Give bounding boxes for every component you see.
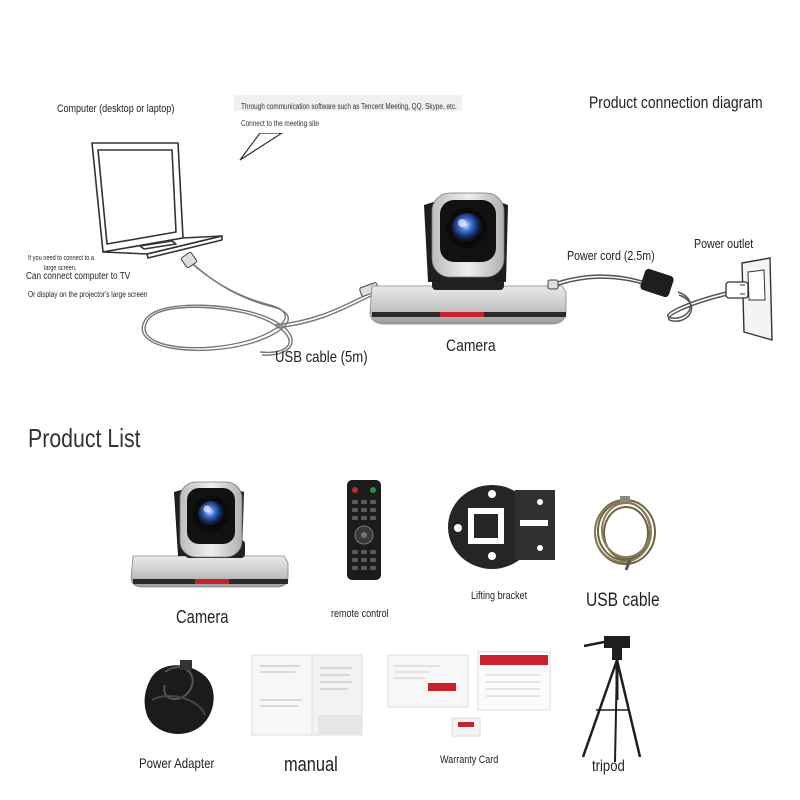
power-plug-camera (547, 279, 559, 290)
product-usb-cable-image (594, 496, 656, 571)
tv-note-line1: If you need to connect to a (28, 255, 95, 262)
bubble-pointer (239, 132, 285, 161)
product-power-adapter-label: Power Adapter (139, 755, 215, 771)
product-remote-image (347, 480, 381, 580)
product-manual-image (251, 654, 363, 736)
software-bubble-strip (234, 95, 462, 111)
software-bubble (236, 111, 332, 133)
product-bracket-label: Lifting bracket (471, 590, 528, 602)
product-usb-cable-label: USB cable (586, 590, 660, 611)
product-warranty-card-image (387, 651, 551, 737)
power-brick (640, 268, 674, 298)
camera-illustration (369, 192, 567, 325)
product-camera-image (130, 481, 289, 588)
product-tripod-image (581, 636, 642, 763)
product-manual-label: manual (284, 754, 338, 776)
product-tripod-label: tripod (592, 758, 625, 775)
usb-cable-label: USB cable (5m) (275, 349, 368, 366)
usb-cable-illustration (141, 261, 374, 356)
product-warranty-card-label: Warranty Card (440, 754, 499, 766)
bubble-text-line2: Connect to the meeting site (241, 119, 319, 128)
tv-note-line3: Can connect computer to TV (26, 271, 131, 282)
product-camera-label: Camera (176, 607, 229, 627)
power-outlet-illustration (725, 257, 773, 341)
product-power-adapter-image (144, 660, 214, 734)
power-outlet-label: Power outlet (694, 236, 754, 251)
product-bracket-image (448, 485, 555, 569)
laptop-illustration (91, 142, 223, 259)
computer-label: Computer (desktop or laptop) (57, 103, 175, 115)
diagram-title: Product connection diagram (589, 93, 763, 112)
camera-label: Camera (446, 336, 496, 355)
power-cord-label: Power cord (2.5m) (567, 248, 655, 263)
tv-note-line4: Or display on the projector's large scre… (28, 290, 148, 299)
product-list-heading: Product List (28, 423, 141, 453)
tv-note-line2: large screen, (44, 265, 77, 272)
product-remote-label: remote control (331, 608, 389, 620)
usb-plug-laptop (180, 251, 198, 269)
bubble-text-line1: Through communication software such as T… (241, 102, 457, 111)
